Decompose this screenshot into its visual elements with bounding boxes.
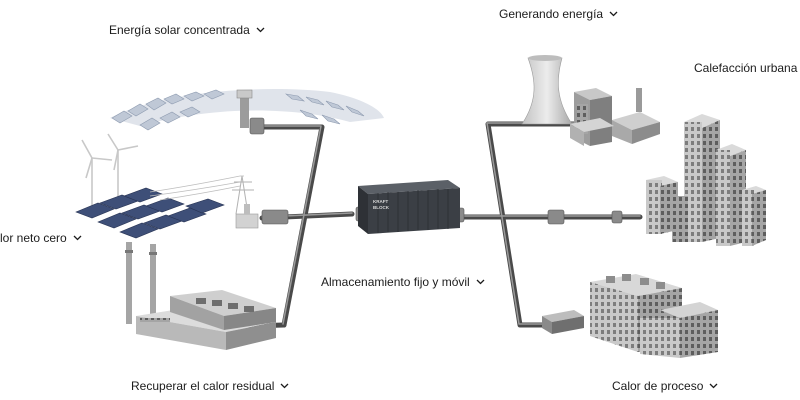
chevron-down-icon [476, 279, 485, 285]
heliostat-field [110, 89, 384, 131]
chevron-down-icon [709, 383, 718, 389]
chevron-down-icon [280, 383, 289, 389]
label-district-heating[interactable]: Calefacción urbana [691, 60, 800, 76]
label-generating-energy-text: Generando energía [499, 7, 604, 21]
container-logo-line2: BLOCK [373, 205, 390, 210]
power-lines [149, 175, 244, 201]
label-storage-text: Almacenamiento fijo y móvil [321, 275, 470, 289]
storage-container: KRAFT BLOCK [358, 180, 460, 234]
power-plant [521, 55, 660, 146]
substation [235, 204, 259, 229]
pipe-solar [259, 124, 325, 328]
label-generating-energy[interactable]: Generando energía [496, 6, 622, 22]
wind-turbines [81, 133, 139, 210]
chevron-down-icon [609, 11, 618, 17]
label-concentrated-solar-text: Energía solar concentrada [109, 23, 250, 37]
city-buildings [646, 114, 766, 246]
label-waste-heat[interactable]: Recuperar el calor residual [128, 378, 293, 394]
process-heat-factory [542, 274, 718, 358]
chevron-down-icon [256, 27, 265, 33]
cooling-tower [521, 57, 573, 125]
container-logo-line1: KRAFT [373, 199, 388, 204]
label-process-heat-text: Calor de proceso [612, 379, 704, 393]
label-net-zero[interactable]: lor neto cero [0, 230, 85, 246]
chevron-down-icon [73, 235, 82, 241]
label-storage[interactable]: Almacenamiento fijo y móvil [318, 274, 488, 290]
label-waste-heat-text: Recuperar el calor residual [131, 379, 275, 393]
label-district-heating-text: Calefacción urbana [694, 61, 798, 75]
pipe-generating [485, 121, 578, 328]
label-concentrated-solar[interactable]: Energía solar concentrada [106, 22, 268, 38]
pv-array [75, 187, 225, 239]
waste-heat-factory [125, 242, 276, 350]
pylon [232, 175, 254, 215]
label-net-zero-text: lor neto cero [0, 231, 67, 245]
solar-receiver-tower [240, 94, 249, 128]
label-process-heat[interactable]: Calor de proceso [609, 378, 722, 394]
